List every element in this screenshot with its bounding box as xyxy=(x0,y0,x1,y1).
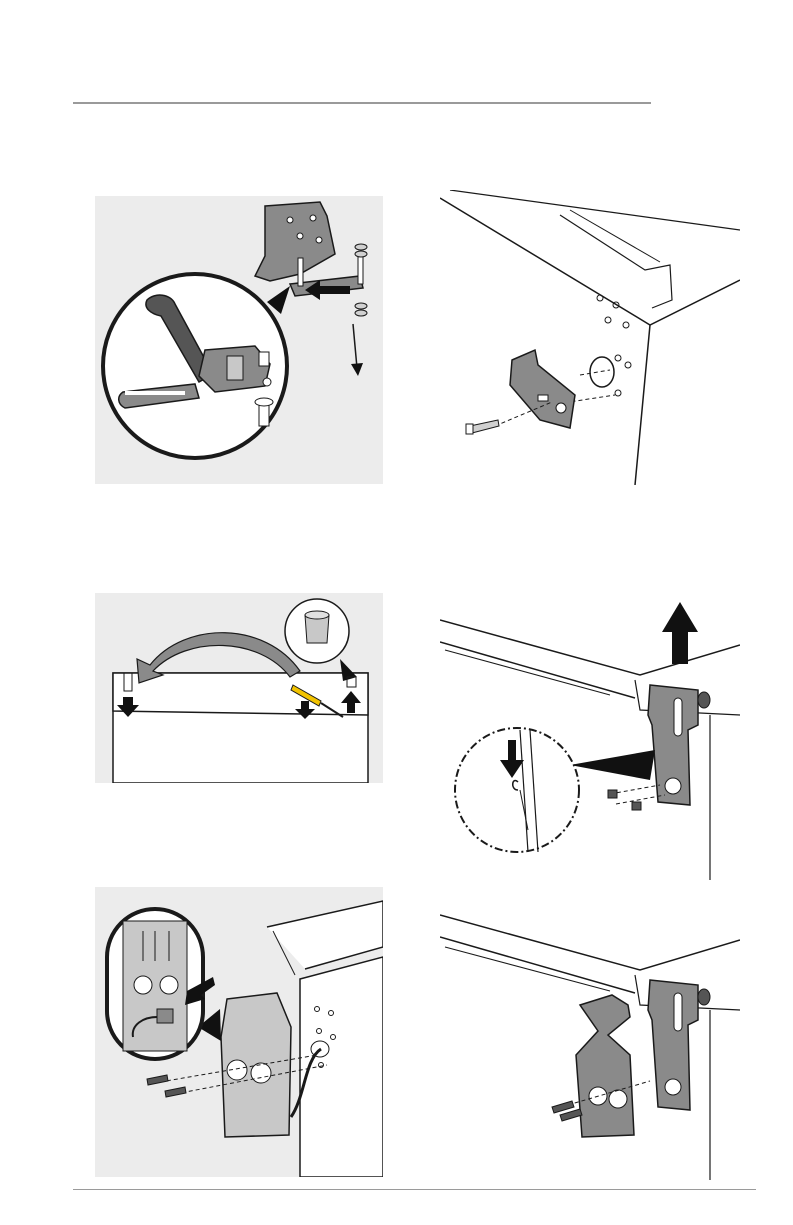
screw-icon xyxy=(552,1101,582,1121)
footer-divider xyxy=(73,1189,756,1190)
screw-icon xyxy=(466,420,499,434)
hinge-cover-icon xyxy=(576,995,634,1137)
screw-icon xyxy=(147,1075,186,1097)
hole-plug-icon xyxy=(590,357,614,387)
hinge-icon xyxy=(648,685,710,805)
fig-cover-wiring xyxy=(95,887,383,1177)
up-arrow-icon xyxy=(662,602,698,664)
bracket-icon xyxy=(510,350,575,428)
header-divider xyxy=(73,102,651,104)
hinge-icon xyxy=(648,980,710,1110)
arrow-icon xyxy=(305,280,363,376)
fig-bracket-install xyxy=(440,190,740,485)
hinge-pin-icon xyxy=(285,599,349,663)
control-cover-icon xyxy=(221,993,291,1137)
hinge-bracket-icon xyxy=(255,202,363,296)
fig-hinge-removal xyxy=(95,196,383,484)
connector-detail xyxy=(107,909,215,1059)
hinge-bracket-icon xyxy=(199,346,271,392)
screw-icon xyxy=(608,790,641,810)
magnifier-icon xyxy=(455,728,579,852)
fig-door-lift xyxy=(440,590,740,880)
fig-cover-install xyxy=(440,885,740,1180)
fig-pin-swap xyxy=(95,593,383,783)
